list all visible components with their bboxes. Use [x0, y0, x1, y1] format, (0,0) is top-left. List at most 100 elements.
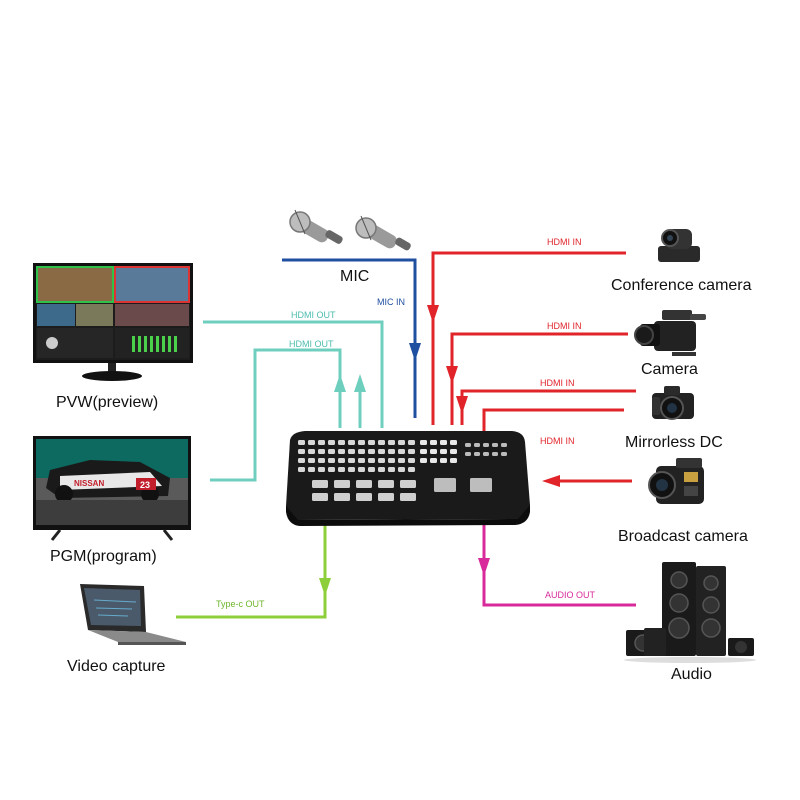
switcher-key	[328, 449, 335, 454]
switcher-key	[338, 440, 345, 445]
mic-label: MIC	[340, 268, 370, 285]
camera-icon	[634, 310, 706, 356]
switcher-key	[398, 458, 405, 463]
switcher-key	[318, 467, 325, 472]
switcher-key	[348, 458, 355, 463]
switcher-key	[298, 449, 305, 454]
switcher-key	[348, 467, 355, 472]
switcher-key	[338, 467, 345, 472]
audio-out-arrow	[478, 558, 490, 576]
switcher-key	[434, 478, 456, 492]
pgm-monitor-icon: NISSAN 23	[33, 436, 191, 541]
hdmi-in-wire-4	[482, 408, 632, 483]
mirrorless-label: Mirrorless DC	[625, 434, 723, 451]
switcher-key	[408, 458, 415, 463]
type-c-out-arrow	[319, 578, 331, 596]
switcher-key	[308, 440, 315, 445]
audio-out-label: AUDIO OUT	[545, 590, 596, 600]
switcher-key	[483, 452, 489, 456]
switcher-key	[378, 467, 385, 472]
mic-in-arrow	[409, 343, 421, 361]
switcher-key	[368, 458, 375, 463]
switcher-key	[440, 440, 447, 445]
switcher-key	[308, 449, 315, 454]
switcher-key	[450, 440, 457, 445]
hdmi-in-label-1: HDMI IN	[547, 237, 582, 247]
switcher-key	[474, 443, 480, 447]
pgm-label: PGM(program)	[50, 548, 157, 565]
type-c-out-wire	[176, 520, 327, 619]
laptop-icon	[80, 584, 186, 645]
switcher-key	[308, 458, 315, 463]
switcher-key	[450, 449, 457, 454]
switcher-key	[318, 458, 325, 463]
pvw-label: PVW(preview)	[56, 394, 159, 411]
switcher-key	[318, 449, 325, 454]
pgm-car-number: 23	[140, 480, 150, 490]
hdmi-in-label-3: HDMI IN	[540, 378, 575, 388]
switcher-key	[378, 440, 385, 445]
hdmi-in-arrow-3	[456, 396, 468, 414]
switcher-key	[356, 480, 372, 488]
switcher-key	[501, 452, 507, 456]
switcher-key	[388, 458, 395, 463]
switcher-key	[298, 467, 305, 472]
switcher-key	[388, 467, 395, 472]
switcher-key	[400, 493, 416, 501]
mic-in-wire	[282, 258, 417, 418]
switcher-key	[368, 440, 375, 445]
switcher-key	[328, 458, 335, 463]
switcher-key	[348, 440, 355, 445]
broadcast-camera-label: Broadcast camera	[618, 528, 748, 545]
switcher-key	[420, 449, 427, 454]
switcher-key	[308, 467, 315, 472]
hdmi-in-arrow-1	[427, 305, 439, 323]
switcher-key	[408, 467, 415, 472]
switcher-key	[334, 493, 350, 501]
pvw-monitor-icon	[33, 263, 193, 381]
video-capture-label: Video capture	[67, 658, 166, 675]
switcher-key	[408, 449, 415, 454]
switcher-key	[318, 440, 325, 445]
switcher-key	[430, 440, 437, 445]
switcher-key	[430, 458, 437, 463]
conference-camera-label: Conference camera	[611, 277, 752, 294]
camera-label: Camera	[641, 361, 698, 378]
switcher-key	[312, 493, 328, 501]
hdmi-in-label-4: HDMI IN	[540, 436, 575, 446]
conference-camera-icon	[658, 229, 700, 262]
switcher-key	[398, 449, 405, 454]
switcher-key	[501, 443, 507, 447]
switcher-key	[400, 480, 416, 488]
switcher-key	[430, 449, 437, 454]
switcher-key	[470, 478, 492, 492]
hdmi-out-arrow-1	[334, 374, 346, 392]
hdmi-out-label-2: HDMI OUT	[289, 339, 334, 349]
switcher-key	[378, 480, 394, 488]
switcher-key	[312, 480, 328, 488]
hdmi-out-label-1: HDMI OUT	[291, 310, 336, 320]
hdmi-in-arrow-2	[446, 366, 458, 384]
broadcast-camera-icon	[648, 458, 704, 504]
switcher-key	[368, 467, 375, 472]
audio-out-wire	[482, 522, 636, 607]
switcher-keys	[298, 440, 507, 501]
hdmi-in-arrow-4	[542, 475, 560, 487]
mirrorless-camera-icon	[652, 386, 694, 420]
switcher-key	[474, 452, 480, 456]
switcher-key	[378, 493, 394, 501]
switcher-key	[440, 449, 447, 454]
switcher-key	[356, 493, 372, 501]
switcher-key	[338, 458, 345, 463]
switcher-key	[378, 458, 385, 463]
switcher-key	[338, 449, 345, 454]
switcher-key	[368, 449, 375, 454]
switcher-key	[328, 467, 335, 472]
microphone-icon	[355, 215, 411, 251]
switcher-key	[398, 467, 405, 472]
hdmi-in-wire-2	[450, 332, 628, 425]
pgm-car-text: NISSAN	[74, 479, 104, 488]
switcher-key	[298, 458, 305, 463]
switcher-key	[358, 467, 365, 472]
